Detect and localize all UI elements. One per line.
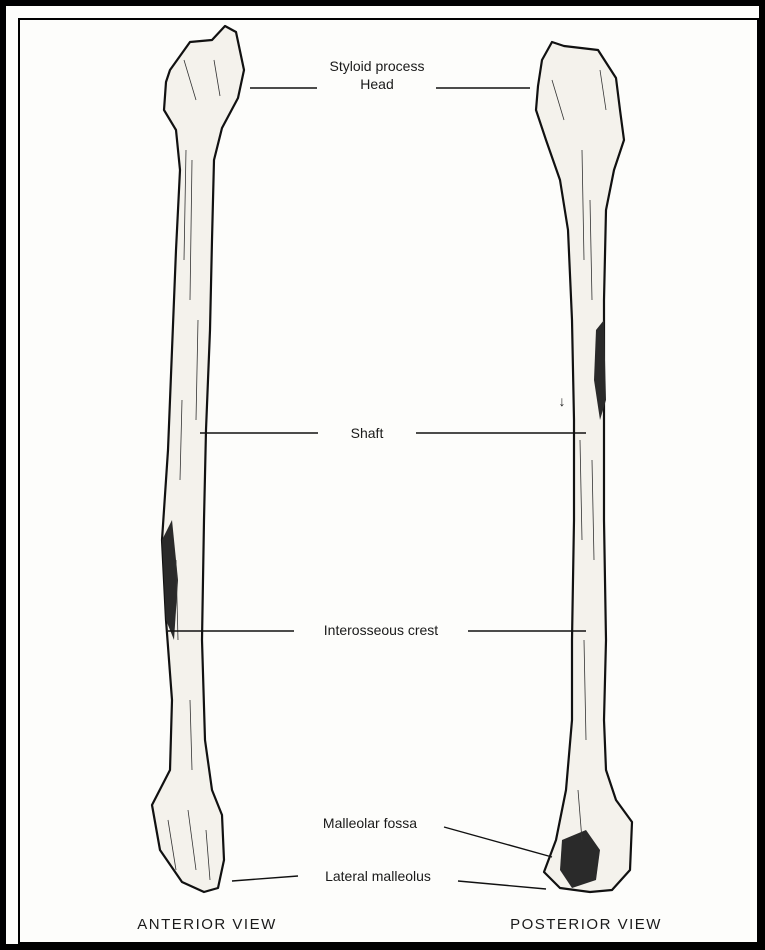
label-shaft: Shaft — [351, 425, 384, 441]
shaft-arrow-icon: ↓ — [559, 393, 566, 409]
label-lateral-malleolus: Lateral malleolus — [325, 868, 431, 884]
lateral-malleolus-leader-right — [458, 881, 546, 889]
posterior-bone-outline — [536, 42, 632, 892]
posterior-view-caption: POSTERIOR VIEW — [510, 916, 662, 933]
posterior-fibula — [536, 42, 632, 892]
label-head: Head — [360, 76, 393, 92]
label-malleolar-fossa: Malleolar fossa — [323, 815, 417, 831]
malleolar-fossa-leader — [444, 827, 552, 857]
anterior-bone-outline — [152, 26, 244, 892]
anterior-fibula — [152, 26, 244, 892]
label-styloid-process: Styloid process — [330, 58, 425, 74]
lateral-malleolus-leader-left — [232, 876, 298, 881]
anterior-view-caption: ANTERIOR VIEW — [137, 916, 277, 933]
label-interosseous-crest: Interosseous crest — [324, 622, 438, 638]
